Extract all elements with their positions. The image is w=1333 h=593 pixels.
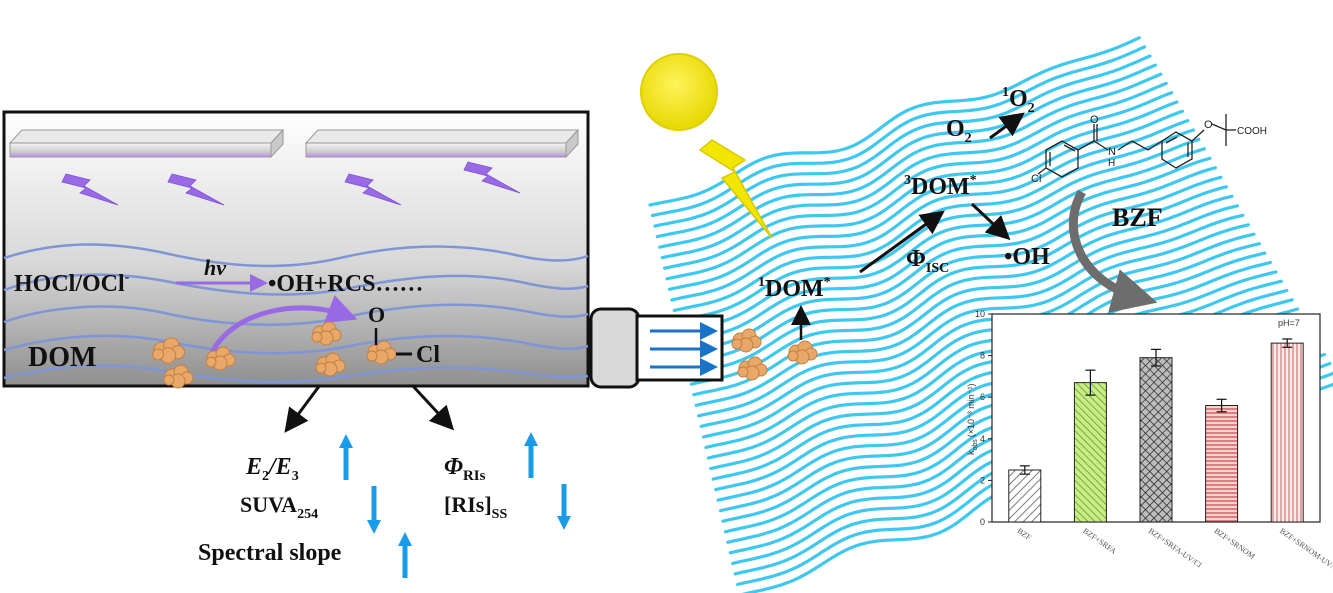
wave-line	[684, 175, 1223, 365]
wave-line	[704, 251, 1267, 449]
uv-lamp-left	[8, 128, 285, 159]
wave-line	[658, 72, 1163, 249]
wave-line	[680, 156, 1212, 344]
y-tick-label: 10	[975, 309, 985, 319]
chart-bar	[1073, 382, 1107, 523]
x-category-label: BZF+SRNOM	[1212, 526, 1256, 561]
y-tick-label: 4	[980, 434, 985, 444]
chart-annotation: pH=7	[1278, 318, 1300, 328]
carbonyl-oxygen: O	[368, 302, 385, 327]
wave-line	[699, 232, 1256, 428]
bzf-oxygen-label: O	[1090, 114, 1099, 126]
isc-arrow	[859, 210, 945, 274]
dom-particle-icon	[205, 346, 236, 371]
wave-line	[692, 204, 1239, 397]
reaction-products: •OH+RCS……	[268, 271, 423, 297]
wave-line	[650, 45, 1147, 218]
wave-line	[701, 242, 1261, 439]
suva-decrease-arrow-icon	[367, 486, 381, 534]
chlorination-curved-arrow	[209, 294, 358, 354]
dom-particle-icon	[152, 337, 185, 364]
singlet-oxygen: 1O2	[1002, 85, 1035, 116]
wave-line	[665, 100, 1179, 281]
light-source-connector	[589, 307, 724, 389]
wave-line	[697, 223, 1250, 418]
rate-constant-chart: pH=7 kobs(×10⁻³ min⁻¹) 0 2 4 6 8 10 BZF BZF+SR…	[966, 309, 1333, 575]
x-category-label: BZF+SRNOM-UV/Cl	[1278, 526, 1333, 575]
wave-line	[709, 270, 1278, 471]
hydroxyl-arrow	[970, 202, 1011, 241]
y-tick-label: 8	[980, 351, 985, 361]
uv-light-bolts-icon	[61, 161, 521, 206]
light-label: hv	[204, 255, 226, 280]
bzf-ether-oxygen-label: O	[1204, 119, 1213, 131]
bzf-molecule-structure	[1037, 114, 1236, 178]
e2-e3-ratio: E2/E3	[245, 454, 299, 484]
bzf-hydrogen-label: H	[1108, 158, 1115, 169]
dom-particle-icon	[315, 352, 346, 377]
energy-transfer-arrow	[989, 112, 1025, 140]
spectral-slope: Spectral slope	[198, 540, 342, 566]
y-tick-label: 2	[980, 475, 985, 485]
phi-isc: ΦISC	[906, 246, 949, 276]
x-category-label: BZF+SRFA	[1081, 526, 1118, 556]
uv-lamp-right	[304, 128, 580, 159]
suva254: SUVA254	[240, 492, 318, 522]
wave-line	[694, 213, 1245, 407]
chart-bar	[1205, 405, 1239, 523]
phi-increase-arrow-icon	[524, 432, 538, 478]
bzf-nitrogen-label: N	[1108, 146, 1116, 158]
oxygen: O2	[946, 116, 972, 146]
wave-line	[706, 260, 1272, 460]
chart-bar	[1008, 469, 1042, 523]
dom-label: DOM	[28, 342, 96, 373]
ri-decrease-arrow-icon	[557, 484, 571, 530]
y-tick-label: 6	[980, 392, 985, 402]
compound-label: BZF	[1112, 203, 1163, 232]
triplet-dom: 3DOM*	[904, 173, 977, 200]
wave-line	[663, 91, 1174, 270]
x-category-label: BZF	[1016, 526, 1034, 542]
wave-line	[687, 185, 1228, 376]
wave-line	[689, 194, 1234, 386]
wave-line	[660, 81, 1168, 260]
e2e3-increase-arrow-icon	[339, 434, 353, 480]
chart-y-axis-label: kobs(×10⁻³ min⁻¹)	[966, 383, 979, 455]
sun-icon	[640, 53, 773, 239]
singlet-dom: 1DOM*	[758, 275, 831, 302]
dom-particle-icon	[731, 328, 762, 353]
ri-steady-state: [RIs]SS	[444, 492, 507, 522]
dom-particle-icon	[787, 340, 818, 365]
bzf-cooh-label: COOH	[1237, 126, 1267, 137]
bzf-chlorine-label: Cl	[1031, 173, 1041, 185]
arrow-to-ri-indices	[410, 383, 455, 431]
reaction-reactant: HOCl/OCl-	[14, 270, 130, 297]
y-tick-label: 0	[980, 517, 985, 527]
wave-line	[670, 119, 1190, 302]
dom-particle-icon	[737, 356, 768, 381]
chlorine-label: Cl	[416, 342, 440, 368]
slope-increase-arrow-icon	[398, 532, 412, 578]
trend-arrows	[339, 432, 571, 578]
chart-bar	[1139, 357, 1173, 523]
wave-line	[682, 166, 1217, 355]
wave-line	[655, 63, 1157, 239]
photoreactor	[2, 110, 590, 388]
x-category-label: BZF+SRFA-UV/Cl	[1147, 526, 1204, 570]
phi-ris: ΦRIs	[444, 454, 486, 484]
dom-particles	[152, 321, 397, 389]
hydroxyl-radical: •OH	[1004, 244, 1050, 270]
arrow-to-optical-indices	[284, 384, 322, 433]
dom-particle-icon	[311, 321, 342, 346]
dom-particles-water	[731, 328, 818, 381]
chart-bar	[1270, 342, 1304, 523]
degradation-curved-arrow	[1068, 189, 1158, 313]
dom-particle-icon	[163, 364, 194, 389]
dom-particle-icon	[366, 340, 397, 365]
